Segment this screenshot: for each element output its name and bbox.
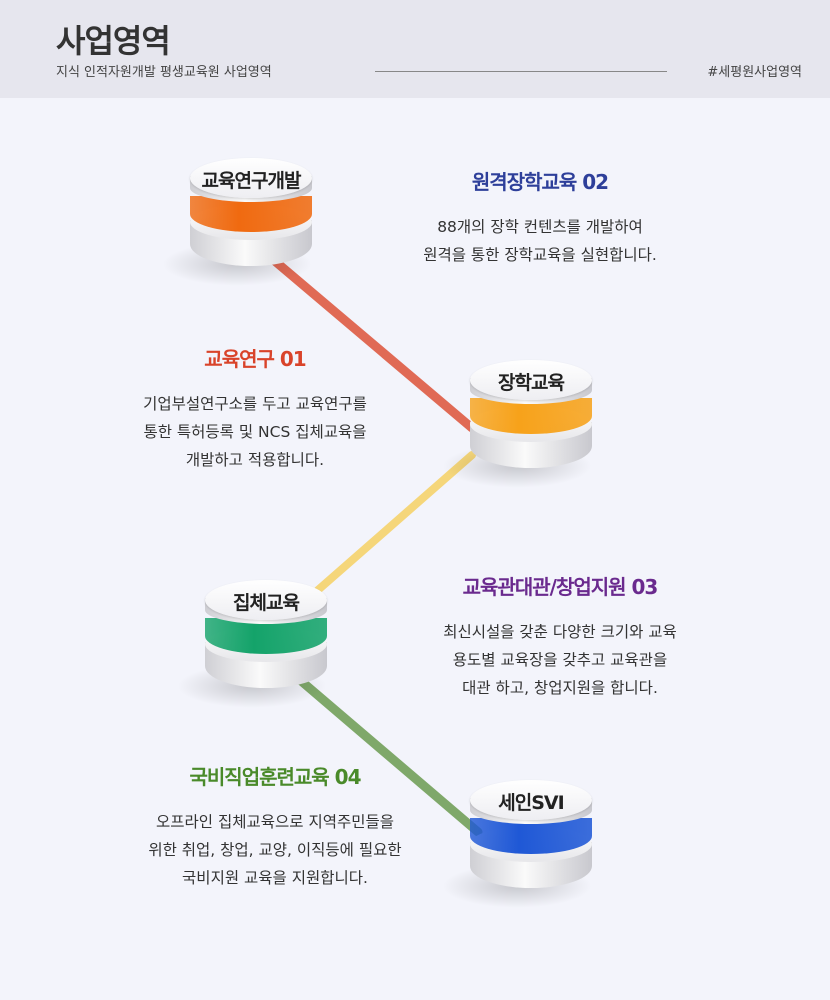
connector-1-2 [245,235,477,433]
page-subtitle: 지식 인적자원개발 평생교육원 사업영역 [56,65,272,80]
block-rental-startup: 교육관대관/창업지원 03 최신시설을 갖춘 다양한 크기와 교육 용도별 교육… [395,571,725,702]
block-description: 기업부설연구소를 두고 교육연구를 통한 특허등록 및 NCS 집체교육을 개발… [143,395,367,469]
disk-top-face [205,580,327,620]
disk-top-face [470,780,592,820]
node-label: 교육연구개발 [201,170,302,192]
disk-top-face [190,158,312,198]
block-description: 88개의 장학 컨텐츠를 개발하여 원격을 통한 장학교육을 실현합니다. [423,218,657,264]
connector-2-3 [314,451,476,594]
block-description: 오프라인 집체교육으로 지역주민들을 위한 취업, 창업, 교양, 이직등에 필… [148,813,402,887]
block-title: 교육관대관/창업지원 03 [462,575,659,599]
header-divider [375,71,667,72]
block-remote-scholarship: 원격장학교육 02 88개의 장학 컨텐츠를 개발하여 원격을 통한 장학교육을… [390,166,690,269]
header: 사업영역 지식 인적자원개발 평생교육원 사업영역 #세평원사업영역 [0,0,830,98]
block-edu-research: 교육연구 01 기업부설연구소를 두고 교육연구를 통한 특허등록 및 NCS … [90,343,420,474]
disk-color-band [205,618,327,654]
node-group-edu: 집체교육 [177,580,335,710]
node-label: 집체교육 [233,592,300,614]
node-svi: 세인SVI [442,780,600,910]
disk-color-band [190,196,312,232]
hashtag: #세평원사업영역 [707,65,802,80]
connector-3-4 [295,675,483,837]
block-title: 교육연구 01 [204,347,306,371]
block-title: 국비직업훈련교육 04 [189,765,362,789]
block-national-vocational: 국비직업훈련교육 04 오프라인 집체교육으로 지역주민들을 위한 취업, 창업… [100,761,450,892]
node-label: 장학교육 [498,372,565,394]
node-label: 세인SVI [498,792,564,814]
disk-color-band [470,398,592,434]
page-title: 사업영역 [56,22,171,60]
disk-top-face [470,360,592,400]
node-scholarship-edu: 장학교육 [442,360,600,490]
block-title: 원격장학교육 02 [471,170,609,194]
node-research-dev: 교육연구개발 [162,158,320,288]
block-description: 최신시설을 갖춘 다양한 크기와 교육 용도별 교육장을 갖추고 교육관을 대관… [443,623,677,697]
disk-color-band [470,818,592,854]
